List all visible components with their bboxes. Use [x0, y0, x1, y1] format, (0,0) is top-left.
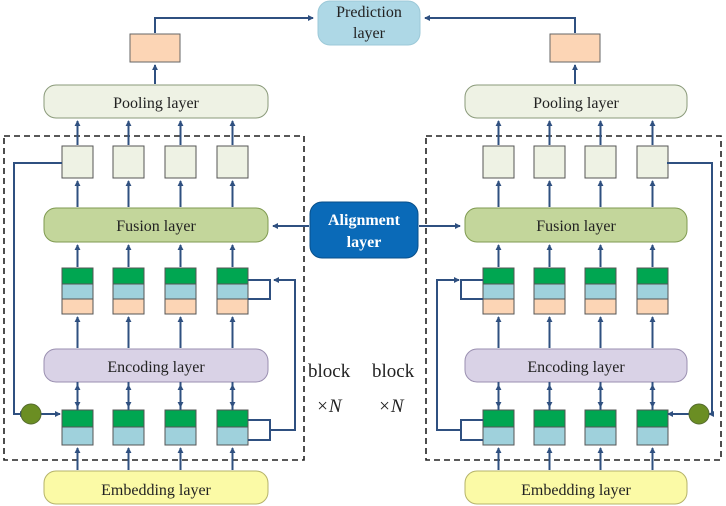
left-output-box [129, 33, 181, 63]
right-input-cell-blue [533, 426, 566, 446]
left-input-cell-green [164, 409, 197, 428]
alignment-label-line2: layer [347, 234, 382, 251]
right-encoding-layer: Encoding layer [464, 348, 688, 383]
right-output-box [549, 33, 601, 63]
left-loop-lines [13, 162, 296, 441]
right-pooling-label: Pooling layer [533, 95, 619, 112]
left-fused-cell-blue [164, 283, 197, 300]
left-fused-cell-green [112, 267, 145, 285]
left-fused-cell-blue [216, 283, 249, 300]
right-input-cell-green [482, 409, 515, 428]
left-fused-cell-peach [164, 298, 197, 315]
right-pooled-cell [533, 145, 566, 179]
left-times-n: ×N [316, 396, 343, 417]
right-fusion-label: Fusion layer [536, 218, 616, 235]
left-block-frame [3, 135, 305, 461]
left-pooled-cell [164, 145, 197, 179]
left-encoding-label: Encoding layer [107, 359, 205, 376]
left-fused-cell-green [164, 267, 197, 285]
left-pooling-label: Pooling layer [113, 95, 199, 112]
right-input-cell-green [584, 409, 617, 428]
right-embedding-label: Embedding layer [521, 482, 631, 499]
right-block-frame [425, 135, 722, 461]
left-fusion-label: Fusion layer [116, 218, 196, 235]
right-pooling-layer: Pooling layer [464, 84, 688, 119]
right-fused-cell-peach [482, 298, 515, 315]
left-pooled-cell [61, 145, 94, 179]
right-fused-cell-peach [533, 298, 566, 315]
right-fused-cell-green [533, 267, 566, 285]
alignment-layer: Alignment layer [309, 201, 419, 259]
right-pooled-cell [636, 145, 669, 179]
left-input-cell-blue [164, 426, 197, 446]
left-fused-cell-blue [112, 283, 145, 300]
left-embedding-layer: Embedding layer [43, 470, 269, 505]
right-times-n: ×N [378, 396, 405, 417]
left-fused-cell-green [61, 267, 94, 285]
left-input-cell-green [216, 409, 249, 428]
right-pooled-cell [584, 145, 617, 179]
left-encoding-layer: Encoding layer [43, 348, 269, 383]
right-merge-dot [688, 403, 710, 425]
right-loop-lines [436, 162, 715, 441]
left-fusion-layer: Fusion layer [43, 207, 269, 243]
left-input-cell-blue [216, 426, 249, 446]
left-embedding-label: Embedding layer [101, 482, 211, 499]
right-fused-cell-green [482, 267, 515, 285]
right-encoding-label: Encoding layer [527, 359, 625, 376]
left-fused-cell-peach [61, 298, 94, 315]
left-fused-cell-peach [112, 298, 145, 315]
left-repeat-label: block ×N [308, 361, 351, 417]
prediction-connectors [154, 15, 576, 33]
right-fusion-layer: Fusion layer [464, 207, 688, 243]
right-fused-cell-blue [533, 283, 566, 300]
left-pooled-cell [112, 145, 145, 179]
right-fused-cell-peach [636, 298, 669, 315]
prediction-layer: Prediction layer [317, 0, 421, 46]
prediction-label-line2: layer [353, 25, 386, 42]
prediction-label-line1: Prediction [336, 4, 402, 21]
right-fused-cell-peach [584, 298, 617, 315]
right-fused-cell-blue [584, 283, 617, 300]
right-input-cell-blue [584, 426, 617, 446]
right-input-cell-blue [636, 426, 669, 446]
left-fused-cell-peach [216, 298, 249, 315]
right-repeat-label: block ×N [372, 361, 415, 417]
left-block-word: block [308, 361, 351, 382]
right-token-cells [482, 120, 669, 470]
right-input-cell-blue [482, 426, 515, 446]
alignment-label-line1: Alignment [328, 212, 401, 229]
right-fused-cell-green [636, 267, 669, 285]
right-embedding-layer: Embedding layer [464, 470, 688, 505]
right-input-cell-green [533, 409, 566, 428]
right-fused-cell-blue [482, 283, 515, 300]
left-input-cell-green [112, 409, 145, 428]
right-block-word: block [372, 361, 415, 382]
left-input-cell-blue [61, 426, 94, 446]
left-merge-dot [20, 403, 42, 425]
right-fused-cell-blue [636, 283, 669, 300]
left-token-cells [61, 120, 249, 470]
right-pooled-cell [482, 145, 515, 179]
left-input-cell-green [61, 409, 94, 428]
left-pooling-layer: Pooling layer [43, 84, 269, 119]
left-pooled-cell [216, 145, 249, 179]
left-fused-cell-blue [61, 283, 94, 300]
right-fused-cell-green [584, 267, 617, 285]
right-input-cell-green [636, 409, 669, 428]
left-fused-cell-green [216, 267, 249, 285]
left-input-cell-blue [112, 426, 145, 446]
